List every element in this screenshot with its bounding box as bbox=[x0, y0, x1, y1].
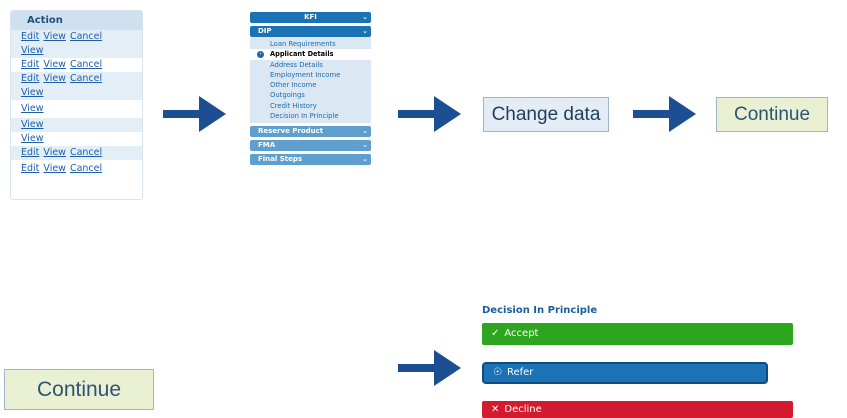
nav-sub-item[interactable]: Decision In Principle bbox=[250, 111, 371, 121]
right-arrow-icon bbox=[633, 96, 696, 132]
action-link-edit[interactable]: Edit bbox=[21, 31, 40, 42]
nav-reserve-product[interactable]: Reserve Product ⌄ bbox=[250, 126, 371, 138]
nav-kfi-label: KFI bbox=[304, 13, 317, 21]
action-link-view[interactable]: View bbox=[21, 103, 44, 114]
nav-sub-item-label: Other Income bbox=[270, 81, 317, 90]
nav-sub-item[interactable]: Credit History bbox=[250, 101, 371, 111]
action-row: View bbox=[11, 100, 142, 118]
action-link-view[interactable]: View bbox=[21, 45, 44, 56]
refer-label: Refer bbox=[506, 367, 534, 378]
nav-dip[interactable]: DIP ⌄ bbox=[250, 26, 371, 37]
accept-button[interactable]: ✓ Accept bbox=[482, 323, 793, 345]
nav-sub-item[interactable]: Loan Requirements bbox=[250, 39, 371, 49]
continue-button[interactable]: Continue bbox=[716, 97, 828, 132]
action-link-view[interactable]: View bbox=[43, 163, 66, 174]
action-row: View bbox=[11, 118, 142, 132]
action-link-edit[interactable]: Edit bbox=[21, 147, 40, 158]
nav-sub-item-label: Outgoings bbox=[270, 91, 305, 100]
nav-reserve-label: Reserve Product bbox=[258, 127, 324, 136]
decision-title: Decision In Principle bbox=[482, 305, 598, 316]
chevron-down-icon: ⌄ bbox=[362, 27, 368, 35]
nav-sub-item-label: Decision In Principle bbox=[270, 112, 339, 121]
action-row: View bbox=[11, 86, 142, 100]
chevron-down-icon: ⌄ bbox=[362, 13, 368, 21]
nav-sub-item[interactable]: Other Income bbox=[250, 80, 371, 90]
action-link-view[interactable]: View bbox=[43, 147, 66, 158]
nav-sub-item[interactable]: Employment Income bbox=[250, 70, 371, 80]
continue-button[interactable]: Continue bbox=[4, 369, 154, 410]
nav-fma-label: FMA bbox=[258, 141, 276, 150]
nav-sub-item-label: Address Details bbox=[270, 60, 323, 69]
refer-circle-icon: ☉ bbox=[493, 367, 502, 378]
right-arrow-icon bbox=[398, 350, 461, 386]
action-link-view[interactable]: View bbox=[21, 87, 44, 98]
action-link-cancel[interactable]: Cancel bbox=[69, 163, 103, 174]
action-link-edit[interactable]: Edit bbox=[21, 59, 40, 70]
nav-kfi[interactable]: KFI ⌄ bbox=[250, 12, 371, 23]
right-arrow-icon bbox=[163, 96, 226, 132]
refer-button[interactable]: ☉ Refer bbox=[482, 362, 768, 384]
action-link-view[interactable]: View bbox=[21, 133, 44, 144]
action-link-cancel[interactable]: Cancel bbox=[69, 147, 103, 158]
action-link-edit[interactable]: Edit bbox=[21, 163, 40, 174]
nav-sub-item-label: Credit History bbox=[270, 101, 317, 110]
arrow-bullet-icon: › bbox=[257, 50, 264, 58]
action-link-edit[interactable]: Edit bbox=[21, 73, 40, 84]
nav-sub-item[interactable]: Outgoings bbox=[250, 90, 371, 100]
close-icon: ✕ bbox=[491, 404, 500, 415]
accept-label: Accept bbox=[504, 328, 539, 339]
nav-fma[interactable]: FMA ⌄ bbox=[250, 140, 371, 152]
nav-sub-item-label: Employment Income bbox=[270, 70, 341, 79]
change-data-button[interactable]: Change data bbox=[483, 97, 609, 132]
chevron-down-icon: ⌄ bbox=[362, 155, 368, 164]
nav-sub-item[interactable]: › Applicant Details bbox=[250, 49, 371, 60]
decline-button[interactable]: ✕ Decline bbox=[482, 401, 793, 418]
action-row: View bbox=[11, 44, 142, 58]
action-link-view[interactable]: View bbox=[21, 119, 44, 130]
nav-sub-item[interactable]: Address Details bbox=[250, 60, 371, 70]
action-link-view[interactable]: View bbox=[43, 31, 66, 42]
action-row: View bbox=[11, 132, 142, 146]
action-link-cancel[interactable]: Cancel bbox=[69, 73, 103, 84]
nav-final-label: Final Steps bbox=[258, 155, 303, 164]
action-link-cancel[interactable]: Cancel bbox=[69, 59, 103, 70]
action-link-view[interactable]: View bbox=[43, 59, 66, 70]
decline-label: Decline bbox=[504, 404, 542, 415]
nav-dip-label: DIP bbox=[258, 27, 272, 35]
check-icon: ✓ bbox=[491, 328, 500, 339]
chevron-down-icon: ⌄ bbox=[362, 141, 368, 150]
right-arrow-icon bbox=[398, 96, 461, 132]
navigation-menu: KFI ⌄ DIP ⌄ Loan Requirements › Applicant … bbox=[250, 12, 371, 168]
action-link-cancel[interactable]: Cancel bbox=[69, 31, 103, 42]
action-header: Action bbox=[11, 11, 142, 30]
action-link-view[interactable]: View bbox=[43, 73, 66, 84]
nav-sub-item-label: Loan Requirements bbox=[270, 40, 336, 48]
nav-sub-item-label: Applicant Details bbox=[270, 50, 334, 59]
nav-final-steps[interactable]: Final Steps ⌄ bbox=[250, 154, 371, 166]
chevron-down-icon: ⌄ bbox=[362, 127, 368, 136]
